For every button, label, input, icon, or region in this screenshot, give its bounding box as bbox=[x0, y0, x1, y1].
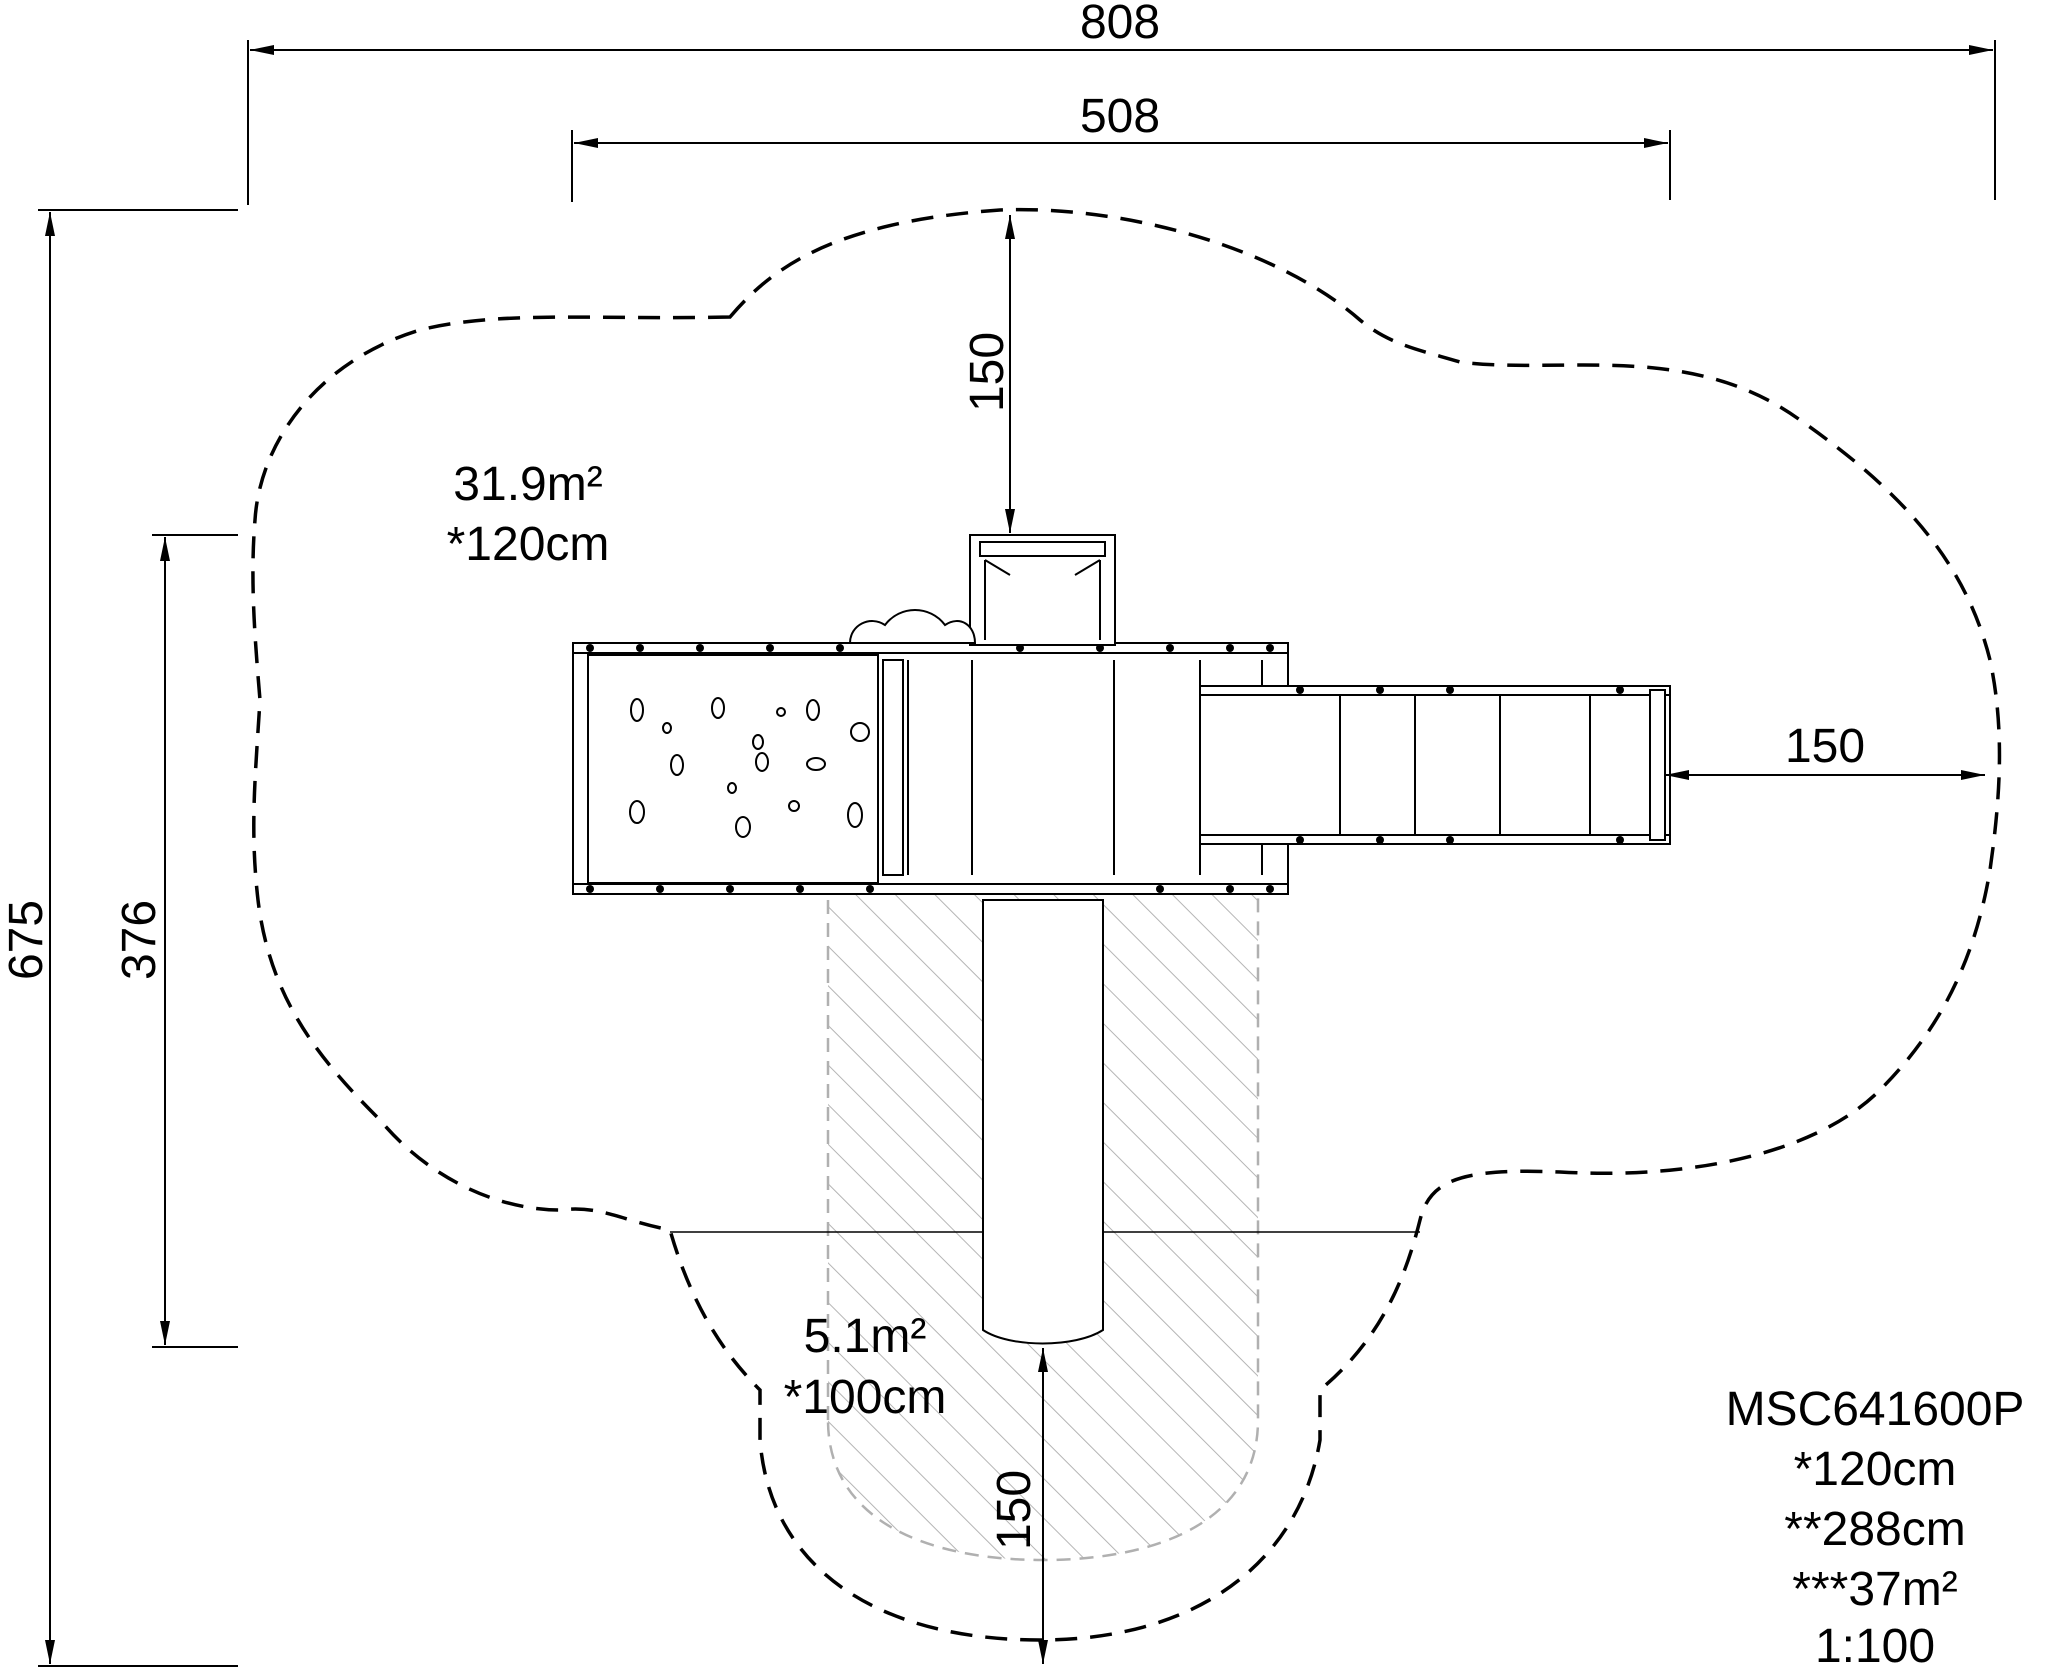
steering-wheel bbox=[850, 722, 870, 742]
spec-block: MSC641600P *120cm **288cm ***37m² 1:100 bbox=[1726, 1383, 2025, 1673]
climbing-wall bbox=[587, 654, 879, 884]
overall-width-label: 808 bbox=[1080, 0, 1160, 49]
right-clearance-label: 150 bbox=[1785, 720, 1865, 773]
main-fall-height-label: *120cm bbox=[447, 518, 610, 571]
climbing-holds bbox=[629, 697, 863, 838]
slide-fall-height-label: *100cm bbox=[784, 1371, 947, 1424]
spec-scale: 1:100 bbox=[1815, 1620, 1935, 1673]
bridge-rail-bottom bbox=[1199, 834, 1671, 845]
tower-top bbox=[969, 534, 1116, 646]
deck-rail-bottom bbox=[572, 883, 1289, 895]
rail-bolts bbox=[586, 644, 1624, 893]
main-area-label: 31.9m² bbox=[453, 458, 602, 511]
bridge-walkway bbox=[1199, 689, 1671, 841]
inner-height-label: 376 bbox=[113, 900, 166, 980]
safety-zone-outline bbox=[251, 207, 2002, 1642]
spec-total-area: ***37m² bbox=[1792, 1563, 1957, 1616]
deck-ornament bbox=[848, 609, 977, 644]
play-equipment bbox=[572, 534, 1671, 1345]
dimension-lines bbox=[38, 40, 1996, 1667]
bridge-end-post bbox=[1649, 689, 1666, 841]
slide-chute bbox=[982, 899, 1104, 1345]
spec-fall-height: *120cm bbox=[1794, 1443, 1957, 1496]
bridge-rail-top bbox=[1199, 685, 1671, 696]
deck-rail-top bbox=[572, 642, 1289, 654]
top-clearance-label: 150 bbox=[961, 332, 1014, 412]
inner-post-panel bbox=[882, 659, 904, 876]
inner-width-label: 508 bbox=[1080, 90, 1160, 143]
slide-area-label: 5.1m² bbox=[804, 1310, 927, 1363]
model-number: MSC641600P bbox=[1726, 1383, 2025, 1436]
bottom-clearance-label: 150 bbox=[988, 1470, 1041, 1550]
spec-total-height: **288cm bbox=[1784, 1503, 1965, 1556]
overall-height-label: 675 bbox=[0, 900, 53, 980]
